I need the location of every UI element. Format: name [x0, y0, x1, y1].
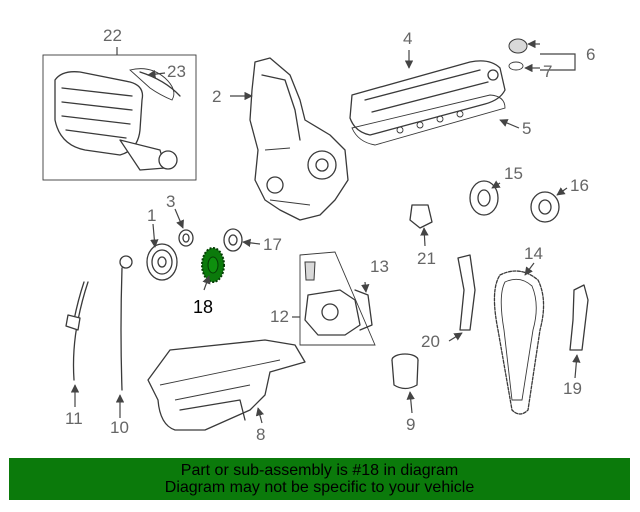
crankshaft-pulley [146, 243, 178, 281]
parts-diagram: 22 23 2 4 6 7 5 3 1 17 18 15 16 21 14 13… [42, 26, 596, 444]
callout-20: 20 [421, 332, 440, 351]
camshaft-sprocket [469, 180, 499, 216]
idler-gear [223, 228, 243, 252]
camshaft-timing-gear [530, 191, 560, 223]
dipstick-tube [65, 281, 89, 381]
callout-15: 15 [504, 164, 523, 183]
callout-18-highlighted[interactable]: 18 [193, 297, 214, 317]
callout-12: 12 [270, 307, 289, 326]
callout-3: 3 [166, 192, 176, 211]
callout-11: 11 [65, 409, 83, 428]
leader-lines [70, 39, 581, 424]
sensor [409, 204, 433, 229]
chain-tensioner-arm [457, 254, 476, 331]
callout-5: 5 [522, 119, 532, 138]
callout-14: 14 [524, 244, 543, 263]
timing-chain [493, 270, 545, 415]
callout-19: 19 [563, 379, 582, 398]
callout-13: 13 [370, 257, 389, 276]
dipstick [119, 255, 133, 391]
oil-filler-cap [508, 38, 528, 71]
diagram-drawing [42, 38, 589, 431]
oil-filter [391, 353, 419, 390]
callout-2: 2 [212, 87, 222, 106]
callout-6: 6 [586, 45, 596, 64]
callout-9: 9 [406, 415, 416, 434]
valve-cover-gasket [351, 94, 506, 146]
callout-22: 22 [103, 26, 122, 45]
crankshaft-sprocket-highlighted [201, 247, 225, 283]
oil-pan [147, 339, 306, 431]
oil-pump-group [299, 251, 376, 346]
callout-10: 10 [110, 418, 129, 437]
banner-line-part: Part or sub-assembly is #18 in diagram [180, 462, 459, 479]
valve-cover [349, 60, 506, 136]
callout-1: 1 [147, 206, 157, 225]
callout-16: 16 [570, 176, 589, 195]
callout-4: 4 [403, 29, 413, 48]
timing-cover [249, 57, 349, 221]
banner-line-disclaimer: Diagram may not be specific to your vehi… [164, 479, 475, 496]
intake-manifold-group [42, 54, 197, 181]
chain-guide [569, 284, 589, 351]
callout-17: 17 [263, 235, 282, 254]
callout-23: 23 [167, 62, 186, 81]
callout-8: 8 [256, 425, 266, 444]
callout-21: 21 [417, 249, 436, 268]
crankshaft-seal [178, 229, 194, 247]
info-banner: Part or sub-assembly is #18 in diagram D… [9, 458, 630, 500]
callout-7: 7 [543, 62, 553, 81]
